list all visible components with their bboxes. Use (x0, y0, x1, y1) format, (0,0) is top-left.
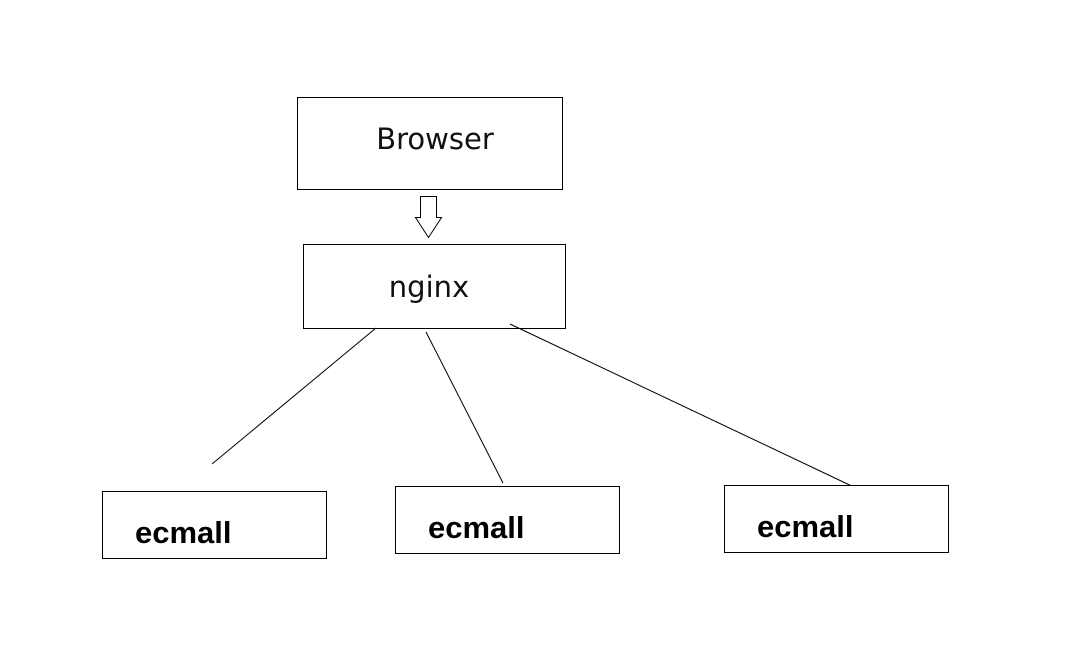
nginx-label: nginx (389, 270, 469, 304)
browser-box (297, 97, 563, 190)
ecmall-box-1 (102, 491, 327, 559)
browser-node: Browser (297, 97, 563, 190)
browser-label: Browser (376, 122, 494, 156)
ecmall-label-3: ecmall (757, 509, 854, 544)
ecmall-label-2: ecmall (428, 510, 525, 545)
nginx-node: nginx (303, 244, 566, 329)
nginx-box (303, 244, 566, 329)
ecmall-node-3: ecmall (724, 485, 949, 553)
ecmall-box-2 (395, 486, 620, 554)
ecmall-node-1: ecmall (102, 491, 327, 559)
connector-line-middle (425, 331, 504, 484)
ecmall-box-3 (724, 485, 949, 553)
ecmall-label-1: ecmall (135, 515, 232, 550)
ecmall-node-2: ecmall (395, 486, 620, 554)
connector-line-right (509, 323, 859, 490)
connector-line-left (211, 327, 377, 465)
down-arrow-icon (414, 196, 443, 239)
